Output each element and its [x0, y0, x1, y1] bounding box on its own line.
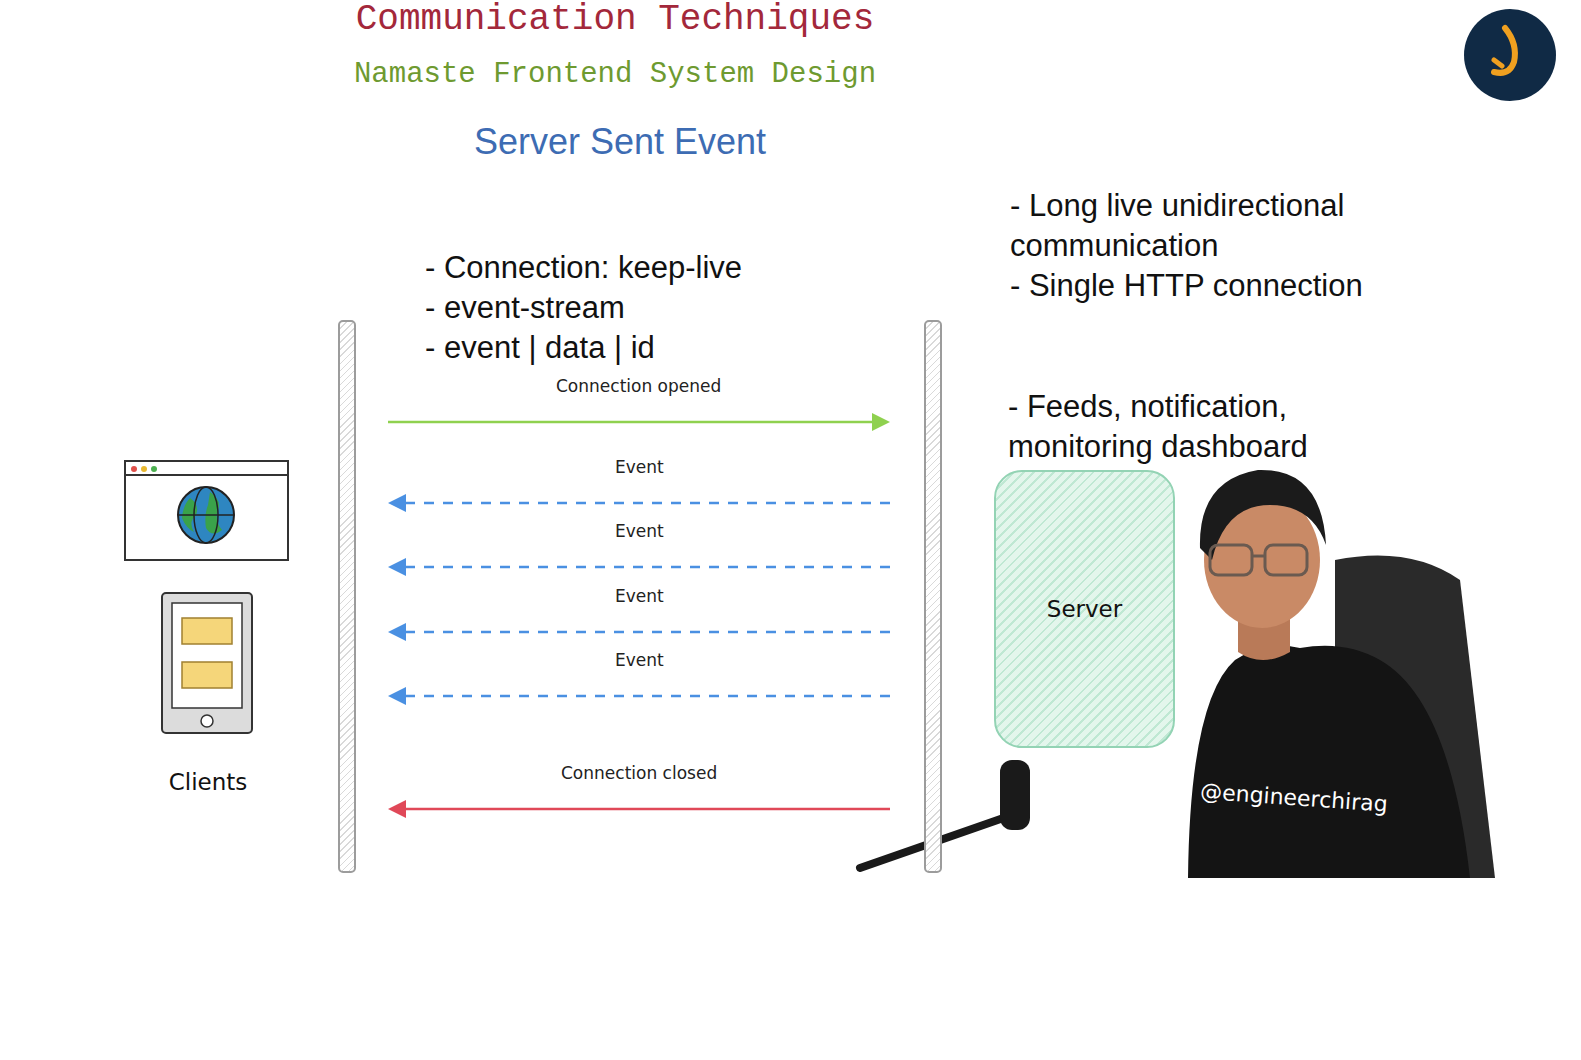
bullet-note: - Connection: keep-live	[425, 248, 905, 288]
phone-icon-part	[201, 715, 213, 727]
presenter-part	[1210, 545, 1252, 575]
arrowhead	[388, 623, 406, 641]
shirt-text: @engineerchirag	[1199, 778, 1440, 823]
microphone	[860, 760, 1030, 868]
phone-icon-part	[182, 618, 232, 644]
presenter-part	[1188, 646, 1470, 878]
bullet-note: - event | data | id	[425, 328, 905, 368]
title: Communication Techniques	[0, 0, 1230, 40]
bullet-note: - Single HTTP connection	[1010, 266, 1530, 306]
connector-line	[402, 808, 890, 811]
presenter	[1188, 470, 1495, 878]
browser-icon-part	[178, 487, 234, 543]
connector	[388, 687, 890, 705]
edge-label: Event	[611, 650, 668, 670]
browser-icon-part	[125, 461, 288, 560]
browser-icon-part	[131, 466, 137, 472]
browser-icon-part	[178, 514, 234, 516]
client-lifeline	[338, 320, 356, 873]
logo-part	[1494, 60, 1502, 66]
edge-label: Event	[611, 457, 668, 477]
arrowhead	[872, 413, 890, 431]
clients-region: Clients	[120, 320, 356, 873]
logo	[1464, 9, 1556, 101]
microphone-part	[1000, 760, 1030, 830]
connector	[388, 558, 890, 576]
bullet-note: - event-stream	[425, 288, 905, 328]
connector-line	[388, 421, 876, 424]
arrowhead	[388, 687, 406, 705]
connector	[388, 494, 890, 512]
connector	[388, 623, 890, 641]
browser-icon-part	[125, 474, 288, 476]
server-text-stack: Server	[1039, 594, 1130, 624]
connector-line	[402, 631, 890, 634]
section-heading: Server Sent Event	[0, 120, 1240, 164]
edge-label: Connection opened	[552, 376, 725, 396]
phone-icon	[162, 593, 252, 733]
browser-icon-part	[194, 487, 218, 543]
browser-icon-part	[205, 492, 222, 534]
browser-icon-part	[151, 466, 157, 472]
connector-line	[402, 695, 890, 698]
logo-part	[1494, 28, 1515, 73]
arrowhead	[388, 800, 406, 818]
phone-icon-part	[172, 603, 242, 708]
server-box: Server	[994, 470, 1175, 748]
edge-label: Event	[611, 586, 668, 606]
node-label: Clients	[120, 767, 296, 797]
edge-label: Connection closed	[557, 763, 721, 783]
connector-line	[402, 502, 890, 505]
arrowhead	[388, 558, 406, 576]
logo-part	[1464, 9, 1556, 101]
browser-icon	[125, 461, 288, 560]
node-label: Server	[1039, 594, 1130, 624]
browser-icon-part	[141, 466, 147, 472]
server-region: Server	[924, 320, 1180, 873]
presenter-part	[1265, 545, 1307, 575]
phone-icon-part	[162, 593, 252, 733]
server-lifeline	[924, 320, 942, 873]
phone-icon-part	[182, 662, 232, 688]
connector	[388, 413, 890, 431]
bullet-note: - Long live unidirectional communication	[1010, 186, 1430, 266]
subtitle: Namaste Frontend System Design	[0, 57, 1230, 93]
connector-line	[402, 566, 890, 569]
presenter-part	[1252, 555, 1265, 558]
arrowhead	[388, 494, 406, 512]
connector	[388, 800, 890, 818]
edge-label: Event	[611, 521, 668, 541]
bullet-note: - Feeds, notification, monitoring dashbo…	[1008, 387, 1368, 467]
